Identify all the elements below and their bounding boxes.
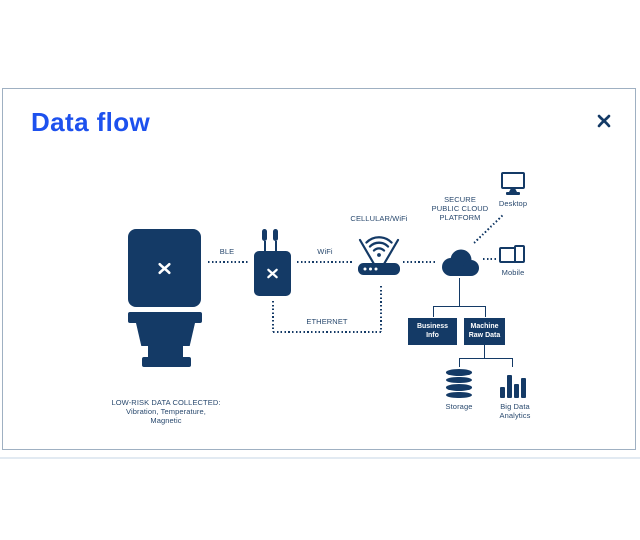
machine-box-line1: Machine (470, 323, 499, 331)
cloud-down-line (458, 278, 460, 306)
analytics-label-line2: Analytics (499, 410, 531, 420)
outputs-bracket (458, 358, 513, 367)
antenna-left (262, 229, 267, 241)
sensor-collar (128, 312, 202, 323)
wifi-label: WiFi (317, 247, 333, 256)
sensor-foot (142, 357, 191, 367)
analytics-label-line1: Big Data (500, 402, 530, 411)
cloud-label-line3: PLATFORM (439, 212, 481, 222)
cloud-mobile-dotted-line (483, 258, 497, 260)
slide: Data flow LOW-RISK DATA COLLECTED: Vibra… (2, 88, 636, 450)
antenna-right (273, 229, 278, 241)
sensor-mid (136, 323, 195, 346)
machine-raw-data-box: Machine Raw Data (464, 318, 505, 345)
mobile-label: Mobile (501, 268, 525, 277)
ethernet-label: ETHERNET (306, 317, 348, 326)
ethernet-router-vline (379, 286, 382, 332)
business-box-line1: Business (416, 323, 449, 331)
sensor-stem (148, 346, 183, 357)
gateway-logo-icon (267, 268, 278, 279)
sensor-logo-icon (158, 262, 171, 275)
machine-down-line (483, 345, 485, 358)
analytics-label: Big Data Analytics (488, 402, 542, 421)
business-info-box: Business Info (408, 318, 457, 345)
cellular-dotted-line (403, 261, 435, 263)
antenna-left-rod (263, 241, 266, 252)
monitor-screen (501, 172, 525, 189)
boxes-bracket (432, 306, 486, 317)
ble-dotted-line (208, 261, 249, 263)
router-icon (358, 236, 400, 275)
phone-shape (514, 245, 525, 263)
collected-note-line2: Vibration, Temperature, (126, 406, 206, 416)
collected-note-line3: Magnetic (150, 415, 182, 425)
monitor-stand (509, 189, 517, 192)
analytics-icon (500, 375, 527, 398)
collected-note: LOW-RISK DATA COLLECTED: Vibration, Temp… (88, 398, 244, 425)
business-box-line2: Info (426, 331, 439, 339)
monitor-base (506, 192, 520, 195)
page-title: Data flow (31, 107, 151, 137)
cloud-platform-label: SECURE PUBLIC CLOUD PLATFORM (417, 195, 503, 222)
ethernet-gateway-vline (271, 301, 274, 332)
cloud-label-line2: PUBLIC CLOUD (431, 203, 489, 213)
brand-logo-icon (597, 114, 611, 128)
machine-box-line2: Raw Data (468, 331, 501, 339)
collected-note-line1: LOW-RISK DATA COLLECTED: (111, 398, 221, 407)
ble-label: BLE (219, 247, 235, 256)
storage-label: Storage (445, 402, 473, 411)
cloud-icon (442, 249, 479, 276)
slide-shadow-line (0, 457, 640, 459)
cellular-wifi-label: CELLULAR/WiFi (350, 214, 408, 223)
antenna-right-rod (274, 241, 277, 252)
ethernet-hline (272, 331, 382, 333)
storage-icon (446, 369, 472, 399)
wifi-dotted-line (297, 261, 354, 263)
cloud-label-line1: SECURE (444, 195, 476, 204)
desktop-label: Desktop (498, 199, 528, 208)
